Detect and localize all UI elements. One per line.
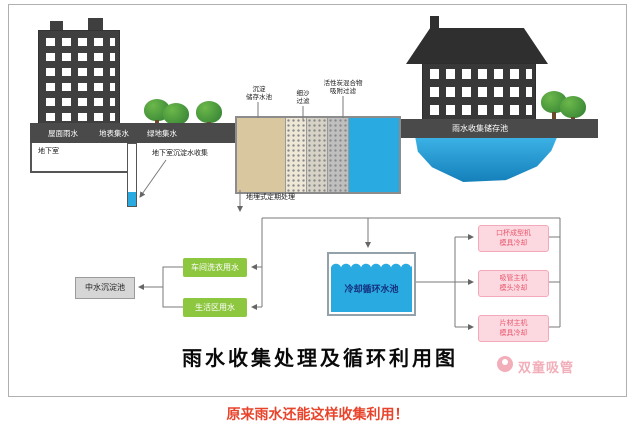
label-carbon-filter: 活性炭混合物 吸附过滤	[323, 80, 363, 95]
chamber-sediment	[237, 118, 285, 192]
cooler-box-sheet-machine: 片材主机 模具冷却	[478, 315, 549, 342]
house-building	[422, 63, 536, 124]
label-basement-collect: 地下室沉淀水收集	[152, 150, 208, 157]
cooling-pool-label: 冷却循环水池	[344, 284, 399, 294]
diagram-title: 雨水收集处理及循环利用图	[182, 348, 458, 370]
chamber-clean-water	[348, 118, 399, 192]
chamber-filter-1	[285, 118, 306, 192]
cooler-box-cup-machine: 口杯成型机 模具冷却	[478, 225, 549, 252]
laundry-water-box: 车间洗衣用水	[183, 258, 247, 277]
watermark-logo-icon	[497, 356, 513, 372]
filter-unit	[235, 116, 401, 194]
label-sediment-tank: 沉淀 储存水池	[246, 86, 272, 101]
roof-tank-icon	[50, 21, 63, 30]
label-green-water: 绿地集水	[147, 129, 177, 138]
caption: 原来雨水还能这样收集利用！	[226, 406, 409, 422]
living-water-box: 生活区用水	[183, 298, 247, 317]
label-sand-filter: 细沙 过滤	[296, 90, 310, 105]
label-roof-rainwater: 屋面雨水	[48, 129, 78, 138]
pool-water	[331, 268, 412, 312]
basement-label: 地下室	[38, 148, 59, 155]
label-surface-water: 地表集水	[99, 129, 129, 138]
chamber-sand-filter	[306, 118, 327, 192]
house-chimney	[430, 16, 439, 32]
basement-pipe	[127, 143, 137, 207]
chamber-carbon-filter	[327, 118, 348, 192]
reclaim-tank-box: 中水沉淀池	[75, 277, 135, 299]
pool-wave	[331, 261, 412, 269]
pipe-water	[128, 192, 136, 206]
roof-tank-icon	[88, 18, 103, 30]
label-storage-pond: 雨水收集储存池	[452, 124, 508, 133]
label-buried-treatment: 地埋式定期处理	[246, 194, 295, 201]
apartment-building	[38, 30, 120, 129]
ground-band-left	[30, 123, 240, 143]
watermark-text: 双童吸管	[518, 360, 575, 375]
cooler-box-straw-machine: 吸管主机 模头冷却	[478, 270, 549, 297]
house-roof	[406, 28, 548, 64]
cooling-pool: 冷却循环水池	[327, 252, 416, 316]
basement-box	[30, 143, 131, 173]
ground-band-right	[392, 119, 598, 138]
